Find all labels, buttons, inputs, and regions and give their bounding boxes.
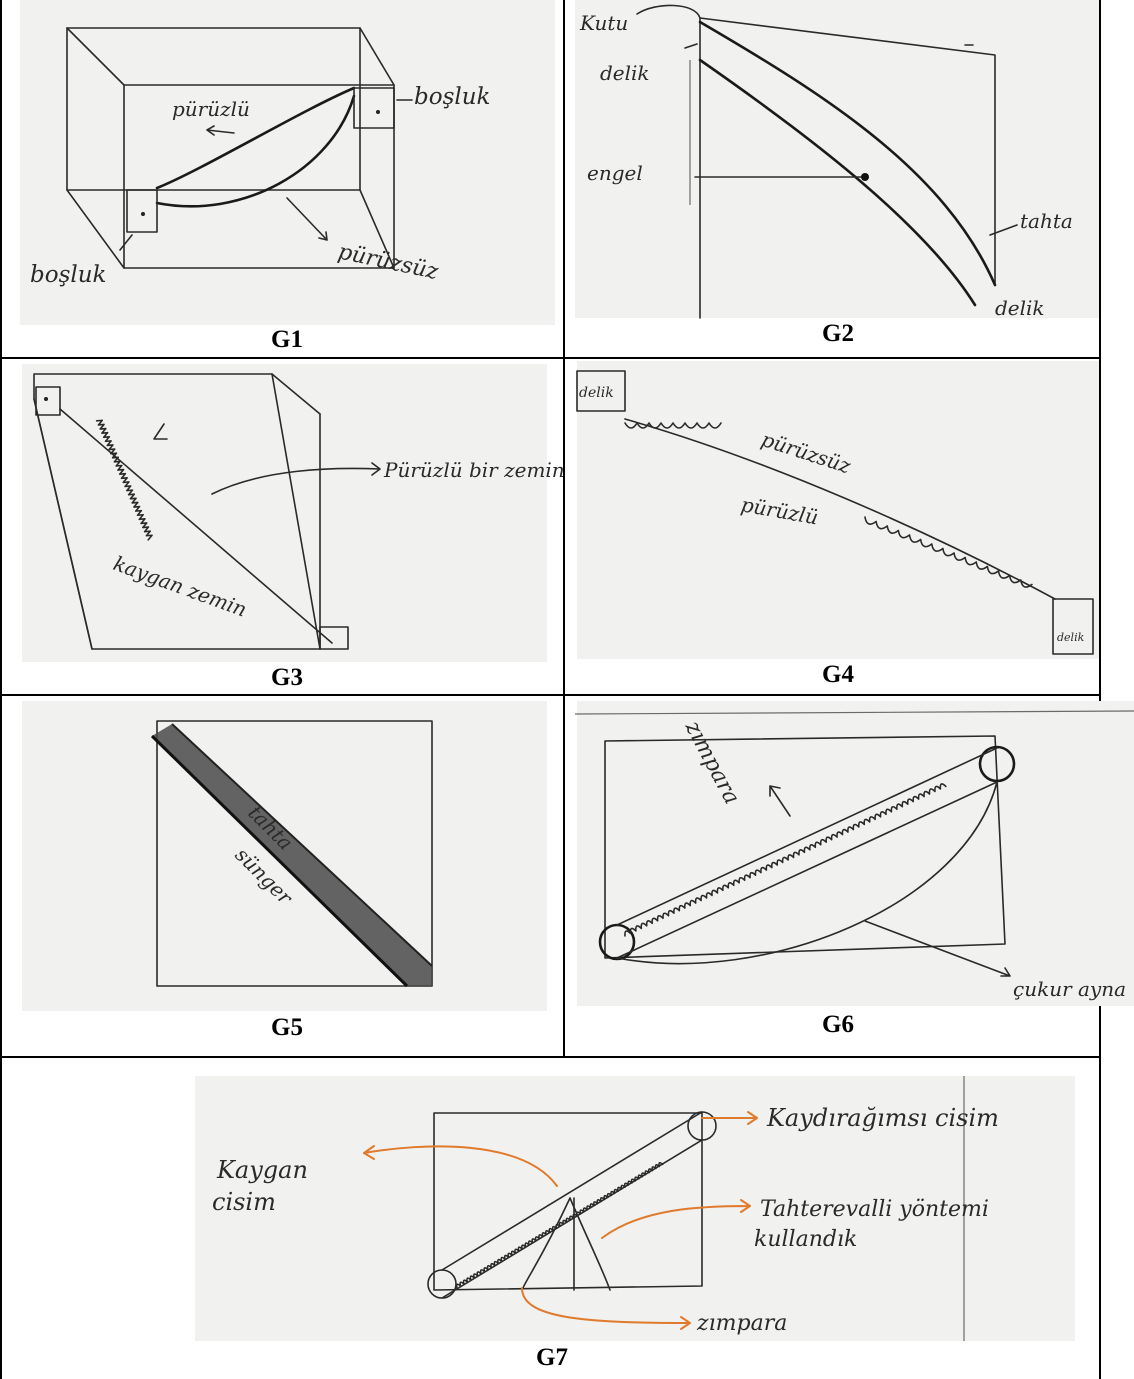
label-g2-hole-bottom: delik	[995, 296, 1045, 320]
label-g4-smooth: pürüzsüz	[758, 427, 854, 479]
table-row-divider-3	[0, 1056, 1101, 1058]
label-g2-plank: tahta	[1020, 209, 1073, 233]
sketch-g6-drawing: zımpara çukur ayna	[574, 710, 1134, 1001]
figure-g1: pürüzlü boşluk boşluk pürüzsüz G1	[2, 0, 563, 357]
table-border-right	[1099, 0, 1101, 1379]
figure-g4: delik pürüzsüz pürüzlü delik G4	[565, 359, 1099, 694]
label-g4-hole-bottom: delik	[1057, 631, 1085, 644]
label-g2-hole-top: delik	[600, 61, 650, 85]
label-g6-mirror: çukur ayna	[1013, 977, 1126, 1001]
table-row-divider-2	[0, 694, 1101, 696]
caption-g2: G2	[822, 320, 854, 347]
caption-g1: G1	[271, 326, 303, 353]
label-g1-gap-right: boşluk	[414, 84, 490, 110]
sketch-g4	[577, 361, 1099, 659]
caption-g6: G6	[822, 1011, 854, 1038]
sketch-g2-drawing: Kutu delik engel tahta delik	[579, 4, 1073, 320]
caption-g4: G4	[822, 661, 854, 688]
caption-g3: G3	[271, 664, 303, 691]
label-g4-hole-top: delik	[579, 385, 614, 401]
sketch-g1-drawing: pürüzlü boşluk boşluk pürüzsüz	[30, 27, 490, 288]
label-g2-box: Kutu	[579, 11, 628, 35]
label-g1-gap-left: boşluk	[30, 262, 106, 288]
label-g2-obstacle: engel	[587, 161, 643, 185]
sketch-g7-drawing: Kaygan cisim Kaydırağımsı cisim Tahterev…	[212, 1076, 999, 1341]
table-row-divider-1	[0, 357, 1101, 359]
sketch-g3-drawing: Pürüzlü bir zemin kaygan zemin	[33, 373, 563, 650]
label-g7-seesaw: Tahterevalli yöntemi kullandık	[754, 1197, 996, 1252]
caption-g7: G7	[536, 1344, 568, 1371]
table-border-middle	[563, 0, 565, 1058]
label-g7-slippery-line1: Kaygan	[216, 1156, 308, 1184]
label-g1-smooth: pürüzsüz	[336, 239, 441, 285]
label-g3-slippery: kaygan zemin	[110, 551, 250, 621]
caption-g5: G5	[271, 1014, 303, 1041]
label-g3-rough-surface: Pürüzlü bir zemin	[383, 458, 563, 482]
figure-g5: tahta sünger G5	[2, 696, 563, 1056]
label-g7-sandpaper: zımpara	[696, 1311, 787, 1336]
sketch-g5-drawing: tahta sünger	[150, 720, 433, 988]
figure-g7: Kaygan cisim Kaydırağımsı cisim Tahterev…	[2, 1058, 1099, 1379]
figure-g2: Kutu delik engel tahta delik G2	[565, 0, 1099, 357]
table-border-left	[0, 0, 2, 1379]
label-g7-slippery-object: Kaygan cisim	[212, 1156, 316, 1216]
label-g1-rough: pürüzlü	[172, 97, 250, 121]
figure-g6: zımpara çukur ayna G6	[565, 696, 1134, 1056]
sketch-g1	[20, 0, 555, 325]
figure-g3: Pürüzlü bir zemin kaygan zemin G3	[2, 359, 563, 694]
sketch-g2	[575, 0, 1099, 318]
label-g7-slippery-line2: cisim	[212, 1188, 276, 1216]
label-g4-rough: pürüzlü	[739, 492, 820, 529]
sketch-g7	[195, 1076, 1075, 1341]
sketch-g4-drawing: delik pürüzsüz pürüzlü delik	[576, 370, 1094, 655]
label-g6-sandpaper: zımpara	[679, 716, 744, 808]
sketch-g3	[22, 364, 547, 662]
label-g7-slide: Kaydırağımsı cisim	[766, 1104, 999, 1132]
